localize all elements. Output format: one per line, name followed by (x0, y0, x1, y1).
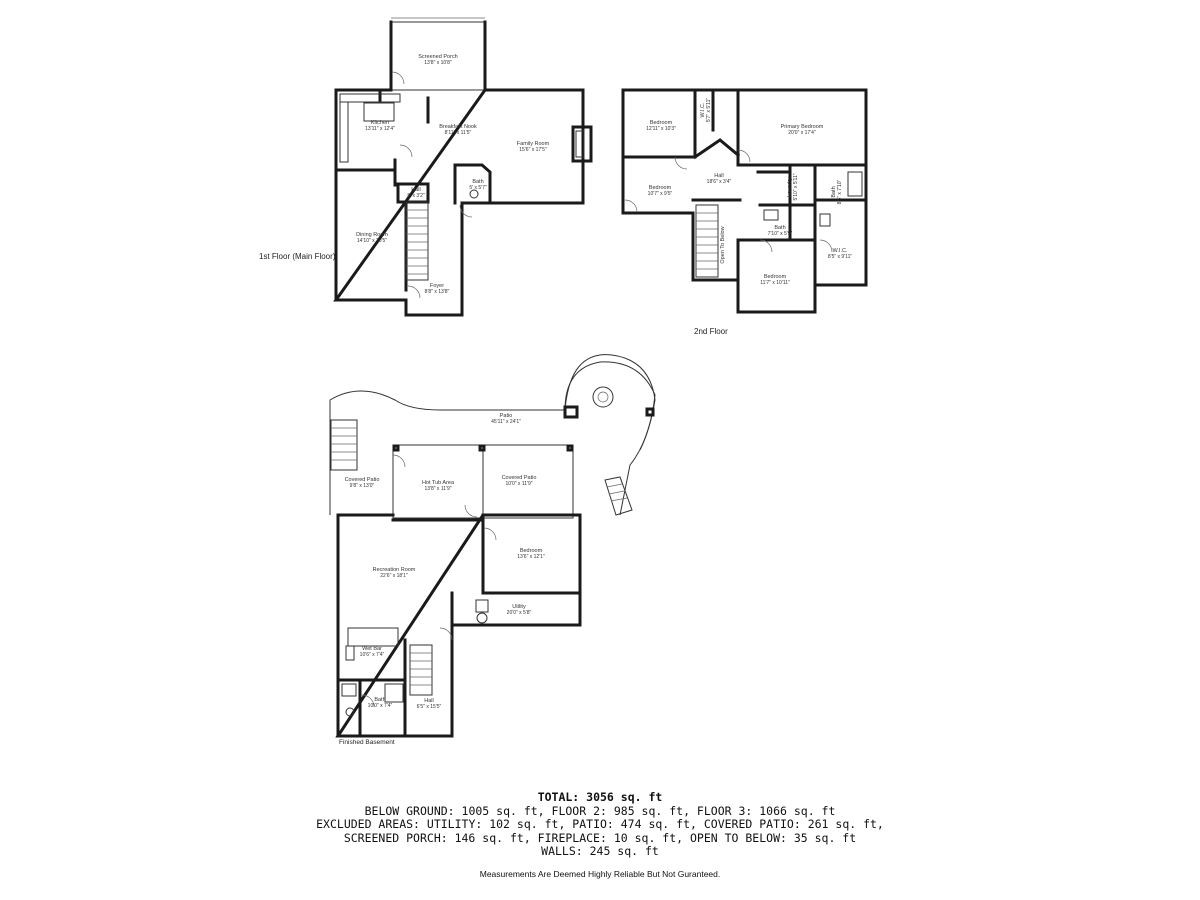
room-dims-bedroom-3: 11'7" x 10'11" (760, 280, 790, 286)
room-label-screened-porch: Screened Porch (418, 54, 457, 60)
room-dims-screened-porch: 13'8" x 10'8" (424, 60, 452, 66)
fire-pit (592, 386, 614, 408)
room-dims-bath-primary: 8'5" x 7'10" (837, 179, 843, 204)
room-label-patio: Patio (500, 413, 513, 419)
room-dims-bedroom-basement: 13'6" x 12'1" (517, 554, 545, 560)
room-label-covered-patio-1: Covered Patio (345, 477, 380, 483)
room-dims-bedroom-1: 12'11" x 10'3" (646, 126, 676, 132)
room-label-laundry: Laundry (787, 177, 793, 197)
room-dims-recreation-room: 22'6" x 18'1" (380, 573, 408, 579)
room-dims-hall-basement: 6'5" x 15'5" (417, 704, 442, 710)
room-dims-laundry: 5'10" x 5'11" (793, 173, 799, 200)
first-floor-plan: Screened Porch 13'8" x 10'8" Kitchen 13'… (259, 17, 593, 317)
room-label-bath-hall: Bath (774, 225, 785, 231)
room-dims-hall-2f: 18'6" x 3'4" (707, 179, 732, 185)
room-dims-covered-patio-1: 9'8" x 13'0" (350, 483, 375, 489)
room-label-primary-bedroom: Primary Bedroom (781, 124, 824, 130)
room-label-open-to-below: Open To Below (720, 226, 726, 263)
fireplace (571, 125, 593, 163)
disclaimer: Measurements Are Deemed Highly Reliable … (479, 869, 721, 879)
room-label-wet-bar: Wet Bar (362, 646, 382, 652)
room-dims-foyer: 8'8" x 13'8" (425, 289, 450, 295)
room-dims-wic-2: 8'5" x 9'11" (828, 254, 852, 260)
room-label-hall-2f: Hall (714, 173, 723, 179)
room-dims-hall: 8' x 3'2" (407, 193, 425, 199)
room-label-dining-room: Dining Room (356, 232, 388, 238)
room-label-bedroom-2: Bedroom (649, 185, 672, 191)
total-area: TOTAL: 3056 sq. ft (537, 790, 663, 804)
patio-outline (329, 361, 656, 516)
area-summary: TOTAL: 3056 sq. ft BELOW GROUND: 1005 sq… (0, 790, 1200, 859)
room-label-bedroom-1: Bedroom (650, 120, 673, 126)
room-label-covered-patio-2: Covered Patio (502, 475, 537, 481)
room-dims-wic-1: 5'7" x 5'11" (706, 98, 712, 122)
room-label-hall-basement: Hall (424, 698, 433, 704)
room-label-breakfast-nook: Breakfast Nook (439, 124, 477, 130)
room-dims-bath: 5' x 5'7" (469, 185, 487, 191)
room-label-hall: Hall (411, 187, 420, 193)
room-label-family-room: Family Room (517, 141, 550, 147)
room-label-bedroom-basement: Bedroom (520, 548, 543, 554)
room-dims-bedroom-2: 10'7" x 9'5" (648, 191, 673, 197)
summary-line-excluded-cont: SCREENED PORCH: 146 sq. ft, FIREPLACE: 1… (343, 830, 857, 845)
floor-label-basement: Finished Basement (339, 739, 395, 746)
first-floor-stairs (405, 201, 429, 281)
room-label-wic-2: W.I.C. (833, 248, 848, 254)
floor-label-second: 2nd Floor (694, 327, 728, 336)
summary-line-floors: BELOW GROUND: 1005 sq. ft, FLOOR 2: 985 … (364, 803, 836, 818)
room-label-utility: Utility (512, 604, 526, 610)
room-dims-breakfast-nook: 8'11" x 11'5" (445, 130, 472, 136)
room-label-bath: Bath (472, 179, 483, 185)
room-dims-covered-patio-2: 10'0" x 11'9" (505, 481, 532, 487)
room-label-wic-1: W.I.C. (700, 102, 706, 117)
floor-label-first: 1st Floor (Main Floor) (259, 252, 336, 261)
room-dims-hot-tub-area: 13'8" x 11'9" (424, 486, 451, 492)
room-label-kitchen: Kitchen (371, 120, 389, 126)
basement-plan: Patio 45'11" x 24'1" Covered Patio 9'8" … (329, 354, 656, 746)
basement-stairs (409, 644, 433, 696)
room-label-bath-primary: Bath (831, 186, 837, 197)
room-label-recreation-room: Recreation Room (373, 567, 416, 573)
room-label-foyer: Foyer (430, 283, 444, 289)
room-dims-bath-hall: 7'10" x 5'9" (768, 231, 793, 237)
room-dims-dining-room: 14'10" x 20'5" (357, 238, 387, 244)
room-dims-primary-bedroom: 20'0" x 17'4" (788, 130, 816, 136)
room-label-bath-basement: Bath (374, 697, 385, 703)
summary-line-excluded: EXCLUDED AREAS: UTILITY: 102 sq. ft, PAT… (316, 817, 884, 831)
room-dims-kitchen: 13'11" x 12'4" (365, 126, 395, 132)
summary-line-walls: WALLS: 245 sq. ft (541, 844, 659, 858)
second-floor-stairs (695, 204, 719, 278)
second-floor-plan: Bedroom 12'11" x 10'3" W.I.C. 5'7" x 5'1… (621, 88, 868, 336)
room-dims-utility: 20'0" x 5'8" (507, 610, 532, 616)
room-label-bedroom-3: Bedroom (764, 274, 787, 280)
room-label-hot-tub-area: Hot Tub Area (422, 480, 455, 486)
room-dims-bath-basement: 10'0" x 7'4" (368, 703, 393, 709)
room-dims-family-room: 15'6" x 17'5" (519, 147, 547, 153)
room-dims-patio: 45'11" x 24'1" (491, 419, 521, 425)
room-dims-wet-bar: 10'6" x 7'4" (360, 652, 385, 658)
